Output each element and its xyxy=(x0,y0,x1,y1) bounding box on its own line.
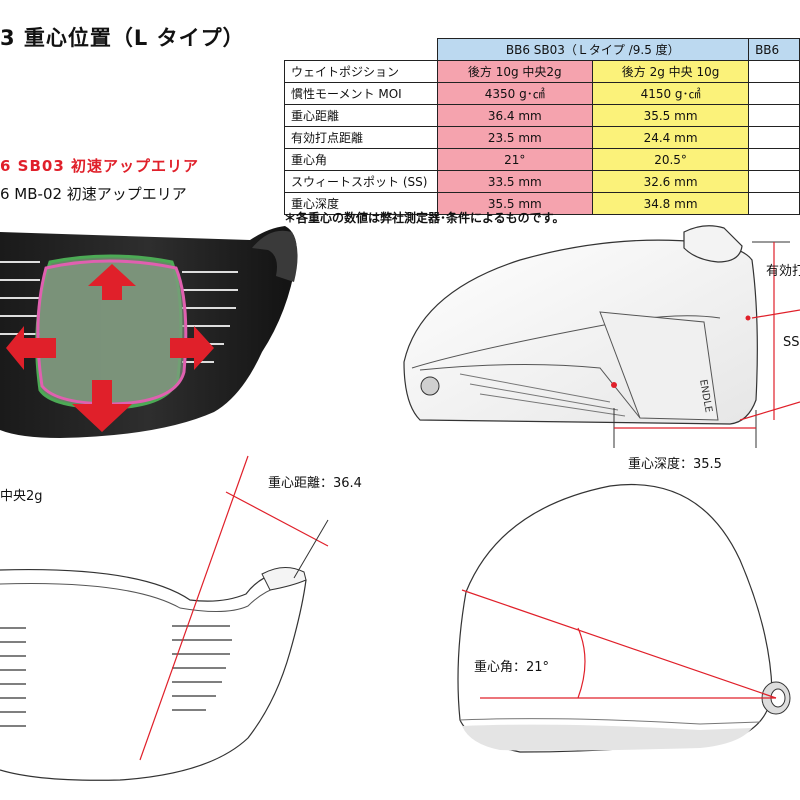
face-angle-line xyxy=(461,589,777,699)
value-cut xyxy=(748,126,800,149)
face-outline-inner xyxy=(0,583,281,613)
arrow-left-icon xyxy=(6,326,56,370)
table-row: 有効打点距離 23.5 mm 24.4 mm xyxy=(284,126,800,149)
value-cut xyxy=(748,104,800,127)
weight-screw-icon xyxy=(420,376,440,396)
header-bb6: BB6 xyxy=(748,38,800,61)
cg-point xyxy=(611,382,617,388)
value-cut xyxy=(748,82,800,105)
shaft-axis-line xyxy=(139,455,249,761)
spec-header-row: BB6 SB03（Ｌタイプ /9.5 度） BB6 xyxy=(285,38,800,61)
face-photo xyxy=(0,226,298,438)
effective-label: 有効打 xyxy=(766,264,800,279)
hosel-shape xyxy=(252,230,298,282)
ground-line xyxy=(739,401,800,421)
value-alt: 4150 g･㎠ xyxy=(592,82,750,105)
top-view-sole-edge xyxy=(459,718,761,725)
value-alt: 34.8 mm xyxy=(592,192,750,215)
header-sb03: BB6 SB03（Ｌタイプ /9.5 度） xyxy=(436,38,750,61)
arrow-down-icon xyxy=(72,380,132,432)
ss-point xyxy=(745,315,751,321)
sweet-area-sb03 xyxy=(36,259,188,406)
table-row: 慣性モーメント MOI 4350 g･㎠ 4150 g･㎠ xyxy=(284,82,800,105)
value-cut xyxy=(748,192,800,215)
value-alt: 35.5 mm xyxy=(592,104,750,127)
sole-line xyxy=(411,315,721,369)
value-l-type: 35.5 mm xyxy=(436,192,594,215)
value-l-type: 21° xyxy=(436,148,594,171)
sole-panel xyxy=(599,311,719,421)
page-title: 3 重心位置（L タイプ） xyxy=(0,26,245,50)
arrow-up-icon xyxy=(88,264,136,300)
sole-rail xyxy=(419,363,641,419)
legend-sb03: 6 SB03 初速アップエリア xyxy=(0,157,199,175)
value-alt: 20.5° xyxy=(592,148,750,171)
hosel-outline xyxy=(261,567,307,591)
face-outline-view xyxy=(0,455,329,781)
angle-label: 重心角：21° xyxy=(474,660,550,675)
row-label: ウェイトポジション xyxy=(284,60,438,83)
row-label: スウィートスポット (SS) xyxy=(284,170,438,193)
distance-label: 重心距離：36.4 xyxy=(268,476,362,491)
table-row: スウィートスポット (SS) 33.5 mm 32.6 mm xyxy=(284,170,800,193)
outline-score-lines xyxy=(0,625,232,727)
angle-arc xyxy=(577,627,586,699)
value-alt: 24.4 mm xyxy=(592,126,750,149)
hosel-top xyxy=(683,225,743,263)
row-label: 慣性モーメント MOI xyxy=(284,82,438,105)
table-row: 重心角 21° 20.5° xyxy=(284,148,800,171)
value-cut xyxy=(748,170,800,193)
top-view-outline xyxy=(457,483,773,753)
row-label: 重心深度 xyxy=(284,192,438,215)
legend-mb02: 6 MB-02 初速アップエリア xyxy=(0,185,187,203)
spec-table: BB6 SB03（Ｌタイプ /9.5 度） BB6 ウェイトポジション 後方 1… xyxy=(284,38,800,215)
arrow-right-icon xyxy=(170,326,214,370)
table-row: 重心深度 35.5 mm 34.8 mm xyxy=(284,192,800,215)
row-label: 重心角 xyxy=(284,148,438,171)
face-outline xyxy=(0,569,307,781)
value-l-type: 33.5 mm xyxy=(436,170,594,193)
top-view-band xyxy=(462,724,752,751)
head-top-view xyxy=(457,483,791,753)
cg-distance-line xyxy=(225,491,329,547)
depth-label: 重心深度：35.5 xyxy=(628,457,722,472)
value-l-type: 4350 g･㎠ xyxy=(436,82,594,105)
head-side-view: ENDLE xyxy=(403,225,800,448)
sole-stripes xyxy=(459,373,626,417)
value-alt: 後方 2g 中央 10g xyxy=(592,60,750,83)
ss-label: SS xyxy=(783,335,800,350)
weight-label: 中央2g xyxy=(0,489,43,504)
cg-distance-ext xyxy=(293,519,329,579)
ss-dim-line xyxy=(751,309,800,319)
footnote: ＊各重心の数値は弊社測定器･条件によるものです。 xyxy=(284,211,565,225)
